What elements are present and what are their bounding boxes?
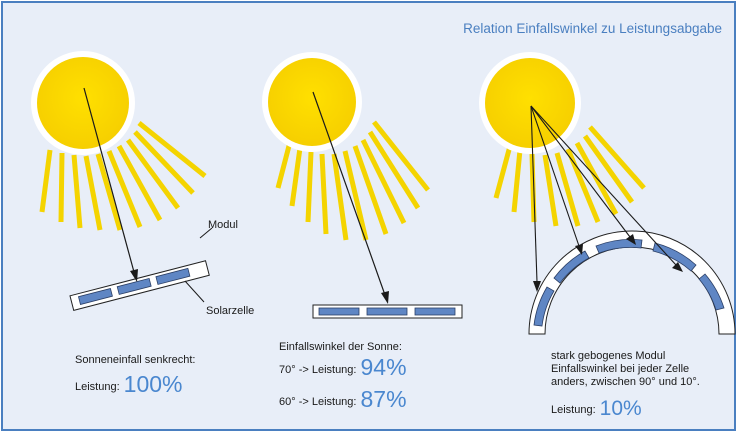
panel2-row2: 60° -> Leistung:87% [279, 386, 407, 413]
panel3-caption-line3: anders, zwischen 90° und 10°. [551, 376, 700, 388]
panel2-row1-label: 70° -> Leistung: [279, 364, 357, 376]
solar-cell [698, 273, 725, 311]
solar-cell [318, 307, 360, 316]
solar-module-1 [69, 260, 210, 311]
modul-label: Modul [208, 219, 238, 231]
solar-cell [116, 277, 152, 295]
solar-cell [553, 250, 590, 284]
solar-cell [595, 239, 643, 254]
sun-ray-arrows-3 [530, 105, 683, 292]
sun-ray-arrow-2 [312, 91, 389, 304]
panel3-caption: stark gebogenes Modul Einfallswinkel bei… [551, 350, 700, 389]
solar-cell [366, 307, 408, 316]
solar-cell [155, 267, 191, 285]
panel-3 [479, 52, 736, 335]
solar-module-2 [312, 304, 463, 319]
panel2-row1: 70° -> Leistung:94% [279, 354, 407, 381]
panel-1 [31, 51, 213, 311]
solar-cell [414, 307, 456, 316]
sun-rays-2 [275, 120, 430, 241]
panel2-caption: Einfallswinkel der Sonne: [279, 341, 402, 353]
panel3-leistung: Leistung:10% [551, 397, 642, 421]
panel1-leistung: Leistung:100% [75, 371, 182, 398]
label-pointers-1 [184, 227, 213, 303]
panel2-row2-value: 87% [360, 386, 407, 412]
diagram-title: Relation Einfallswinkel zu Leistungsabga… [463, 21, 722, 36]
solar-cell [533, 286, 555, 327]
sun-ray-arrow-1 [83, 87, 138, 282]
panel3-caption-line2: Einfallswinkel bei jeder Zelle [551, 363, 690, 375]
panel2-row2-label: 60° -> Leistung: [279, 396, 357, 408]
panel2-row1-value: 94% [360, 354, 407, 380]
solar-module-3 [528, 230, 736, 335]
panel-2 [262, 52, 463, 319]
panel1-caption: Sonneneinfall senkrecht: [75, 354, 196, 366]
solar-cell [652, 242, 697, 272]
panel1-leistung-value: 100% [123, 371, 183, 397]
panel3-leistung-value: 10% [599, 397, 642, 420]
solarzelle-label: Solarzelle [206, 305, 255, 317]
solar-cell [77, 287, 113, 305]
panel3-caption-line1: stark gebogenes Modul [551, 350, 666, 362]
sun-rays-1 [39, 121, 207, 231]
panel3-leistung-label: Leistung: [551, 404, 596, 416]
panel1-leistung-label: Leistung: [75, 381, 120, 393]
